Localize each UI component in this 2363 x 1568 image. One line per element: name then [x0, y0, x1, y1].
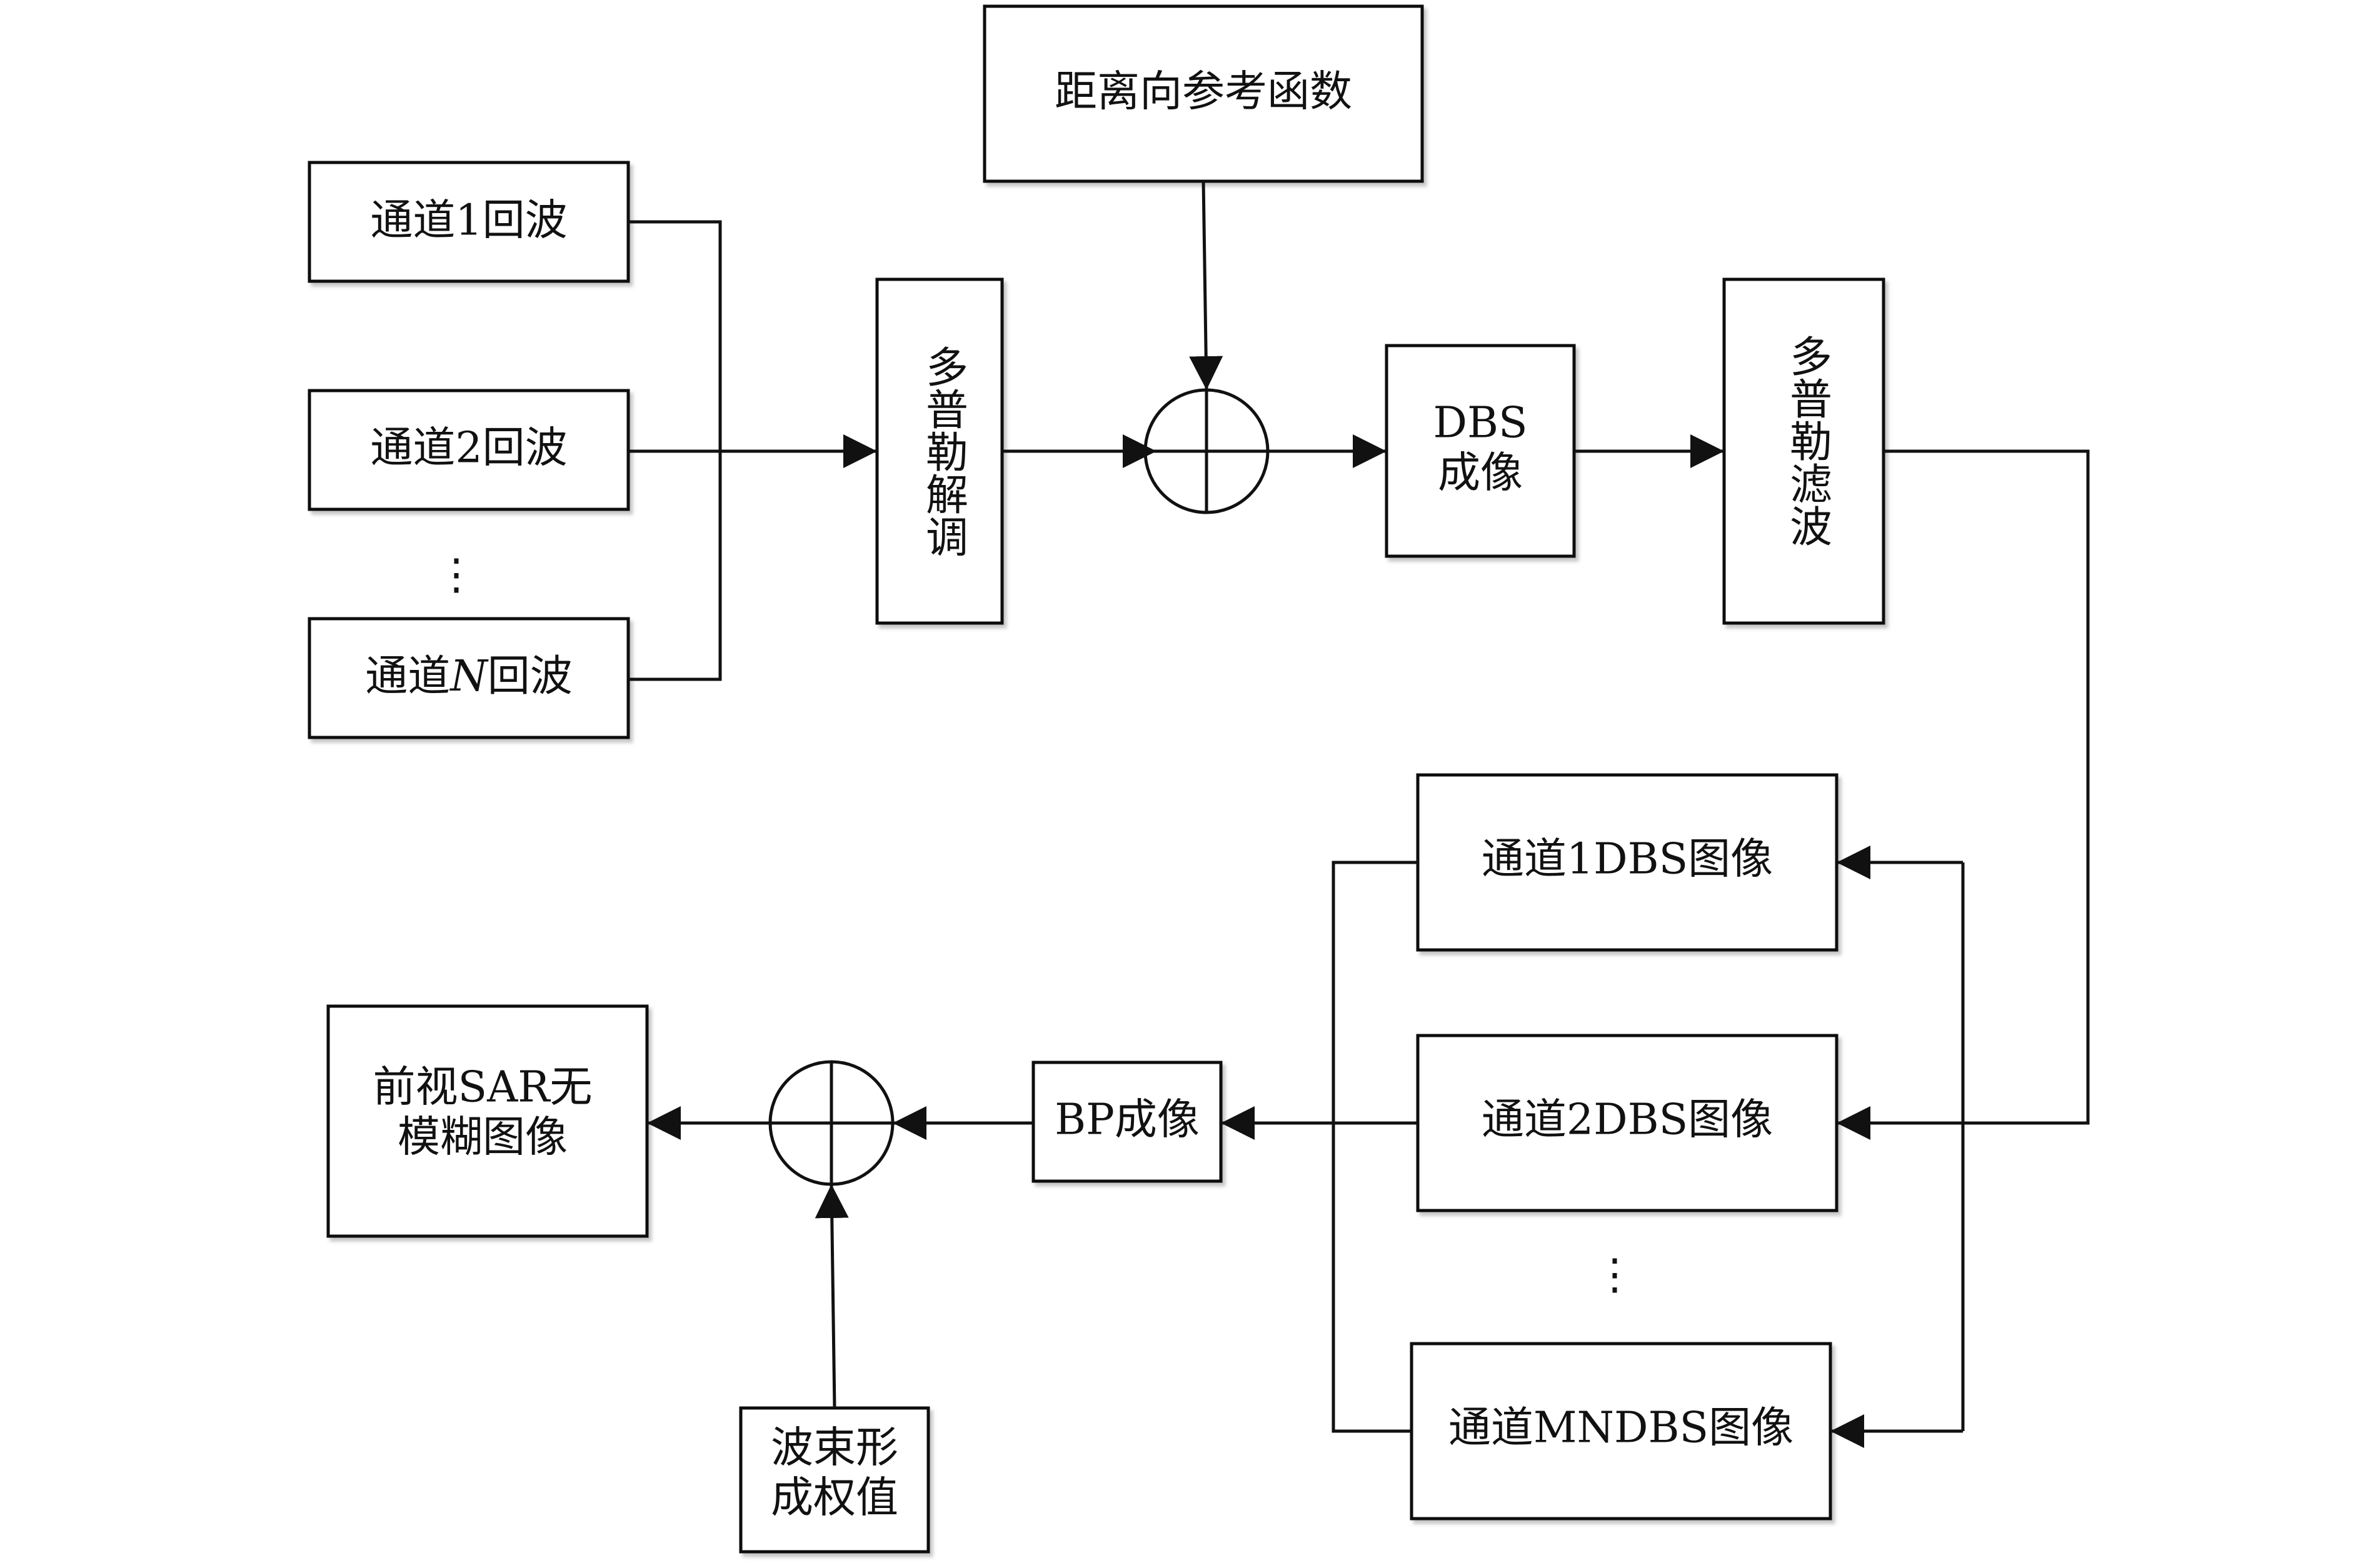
- label-chMN-dbs-image: 通道MNDBS图像: [1448, 1404, 1794, 1453]
- label-beam-weights-line2: 成权值: [771, 1474, 898, 1523]
- box-ch1-echo: 通道1回波: [308, 161, 630, 283]
- label-dbs-imaging-line1: DBS: [1433, 399, 1527, 448]
- label-ch1-echo: 通道1回波: [370, 196, 567, 246]
- box-bp-imaging: BP成像: [1031, 1061, 1223, 1183]
- connectors: [628, 181, 2090, 1448]
- label-output-image-line1: 前视SAR无: [373, 1063, 593, 1112]
- reference-to-junction-arrow: [1189, 181, 1223, 391]
- dbs-images-left-bus: [1332, 861, 1418, 1433]
- label-bp-imaging: BP成像: [1055, 1096, 1200, 1145]
- summing-junction-top: [1143, 388, 1270, 514]
- filter-to-right-bus: [1884, 449, 2090, 1125]
- box-ch2-echo: 通道2回波: [308, 389, 630, 511]
- box-output-image: 前视SAR无 模糊图像: [326, 1004, 649, 1238]
- label-doppler-filter: 多普勒滤波: [1782, 334, 1832, 547]
- box-beam-weights: 波束形 成权值: [739, 1406, 930, 1554]
- label-ch2-dbs-image: 通道2DBS图像: [1482, 1096, 1773, 1145]
- box-ch2-dbs-image: 通道2DBS图像: [1416, 1034, 1839, 1212]
- box-chMN-dbs-image: 通道MNDBS图像: [1410, 1342, 1832, 1521]
- weights-to-junction-arrow: [815, 1184, 849, 1409]
- label-dbs-imaging-line2: 成像: [1438, 449, 1523, 498]
- box-doppler-filter: 多普勒滤波: [1722, 277, 1885, 625]
- label-beam-weights-line1: 波束形: [771, 1424, 898, 1473]
- box-dbs-imaging: DBS 成像: [1385, 344, 1576, 558]
- label-output-image-line2: 模糊图像: [398, 1113, 568, 1162]
- right-vertical-ellipsis: ⋮: [1593, 1251, 1636, 1300]
- label-range-reference: 距离向参考函数: [1055, 67, 1352, 117]
- box-ch1-dbs-image: 通道1DBS图像: [1416, 773, 1839, 952]
- label-ch2-echo: 通道2回波: [370, 424, 567, 473]
- box-chN-echo: 通道N回波: [308, 617, 630, 739]
- label-doppler-demod: 多普勒解调: [918, 345, 968, 557]
- label-chN-echo: 通道N回波: [365, 652, 573, 701]
- left-vertical-ellipsis: ⋮: [435, 551, 478, 600]
- box-doppler-demod: 多普勒解调: [875, 277, 1004, 625]
- box-range-reference: 距离向参考函数: [983, 4, 1424, 183]
- summing-junction-bottom: [768, 1060, 895, 1186]
- label-ch1-dbs-image: 通道1DBS图像: [1482, 835, 1773, 884]
